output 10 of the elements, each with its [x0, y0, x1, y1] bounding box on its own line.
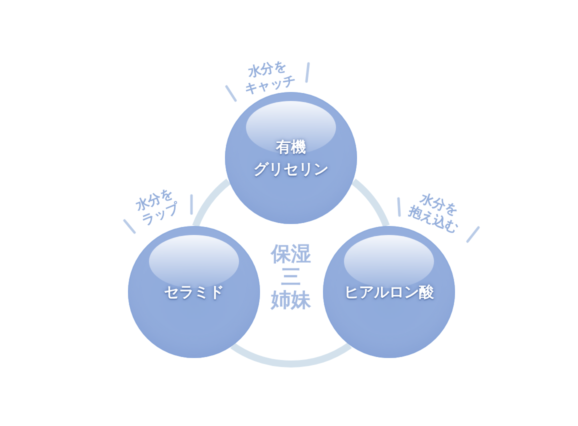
connector-arc — [351, 178, 390, 228]
node-caption: 水分をキャッチ — [242, 58, 298, 98]
node-caption: 水分をラップ — [134, 186, 182, 230]
node-label: ヒアルロン酸 — [344, 282, 434, 303]
center-label: 保湿三姉妹 — [271, 242, 311, 312]
connector-arc — [230, 342, 352, 368]
connector-arc — [192, 178, 231, 228]
node-caption: 水分を抱え込む — [406, 190, 462, 238]
node-label: 有機グリセリン — [254, 137, 328, 180]
node-label: セラミド — [164, 282, 224, 303]
